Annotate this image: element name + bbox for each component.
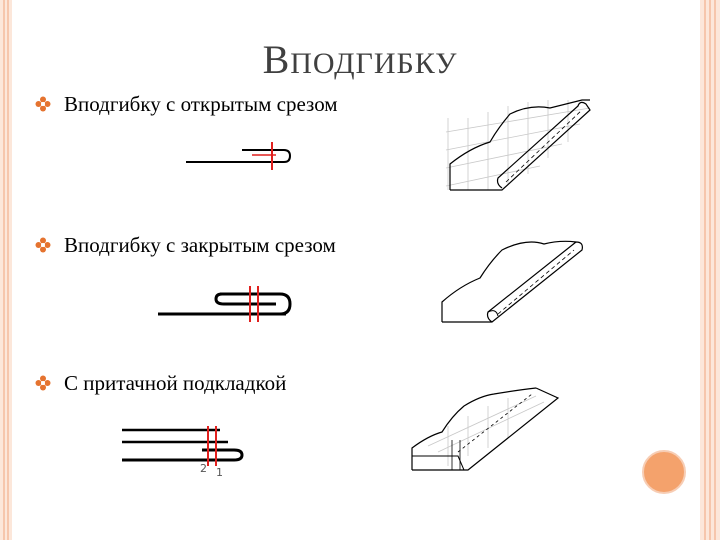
right-frame-border <box>700 0 720 540</box>
flower-bullet-icon <box>35 375 51 391</box>
lining-perspective-sketch <box>411 387 560 471</box>
decorative-orange-circle <box>642 450 686 494</box>
left-frame-border <box>0 0 12 540</box>
slide-title-initial: В <box>262 37 291 82</box>
closed-edge-perspective-sketch <box>441 240 583 323</box>
item-closed-edge-label: Вподгибку с закрытым срезом <box>64 233 336 257</box>
slide-title-rest: ПОДГИБКУ <box>290 47 458 80</box>
layer-number-2: 2 <box>200 462 207 475</box>
open-edge-perspective-sketch <box>445 99 591 191</box>
layer-number-1: 1 <box>216 466 223 479</box>
closed-edge-section-diagram <box>158 286 292 322</box>
slide-title: ВПОДГИБКУ <box>0 36 720 83</box>
open-edge-section-diagram <box>186 142 292 170</box>
item-open-edge-label: Вподгибку с открытым срезом <box>64 92 338 116</box>
item-lining-label: С притачной подкладкой <box>64 371 287 395</box>
flower-bullet-icon <box>35 237 51 253</box>
lining-section-diagram: 2 1 <box>122 426 244 479</box>
flower-bullet-icon <box>35 96 51 112</box>
